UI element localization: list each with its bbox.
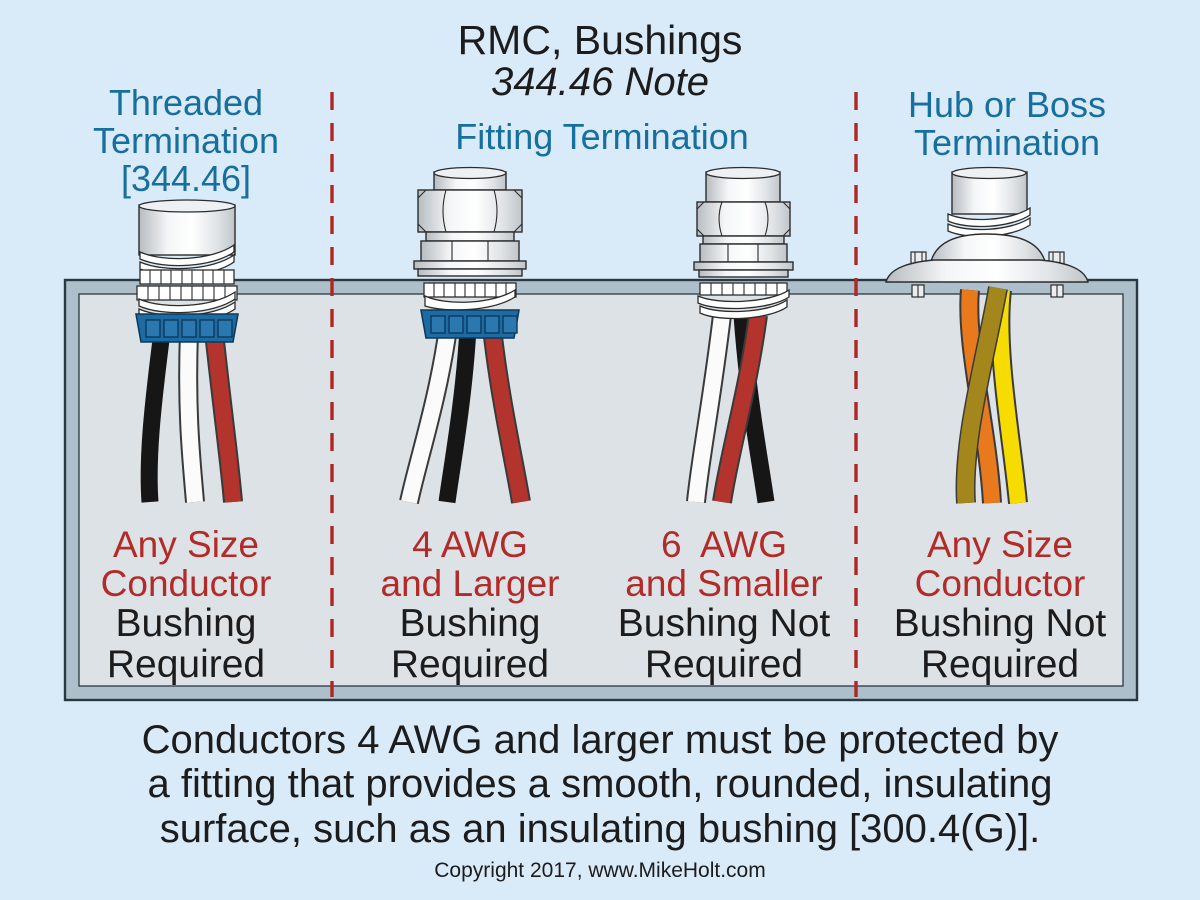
wires-white-black-red: [399, 326, 531, 505]
header-hub-or-boss-termination: Hub or Boss Termination: [907, 84, 1107, 164]
locknut-lower: [136, 285, 238, 301]
threaded-termination-illustration: [135, 199, 243, 503]
hub-termination-illustration: [885, 166, 1089, 504]
label-conductor-size-col1: Any Size Conductor: [100, 524, 272, 604]
copyright-notice: Copyright 2017, www.MikeHolt.com: [434, 859, 766, 882]
page-subtitle-code-reference: 344.46 Note: [491, 60, 709, 104]
insulating-bushing: [135, 313, 239, 343]
code-note-paragraph: Conductors 4 AWG and larger must be prot…: [141, 718, 1059, 851]
hub-flange: [885, 259, 1089, 283]
label-bushing-rule-col2: Bushing Required: [390, 602, 550, 686]
label-conductor-size-col3: 6 AWG and Smaller: [625, 524, 823, 604]
label-conductor-size-col4: Any Size Conductor: [914, 524, 1086, 604]
label-bushing-rule-col1: Bushing Required: [106, 602, 266, 686]
header-fitting-termination: Fitting Termination: [455, 116, 749, 157]
label-conductor-size-col2: 4 AWG and Larger: [380, 524, 560, 604]
locknut: [699, 282, 788, 296]
wires-orange-olive-yellow: [955, 286, 1028, 504]
wires-black-white-red: [140, 330, 243, 503]
locknut-upper: [139, 269, 235, 285]
page-title: RMC, Bushings: [457, 17, 743, 63]
fitting-termination-small-illustration: [686, 166, 794, 504]
wires-white-red-black: [686, 313, 775, 504]
header-threaded-termination: Threaded Termination [344.46]: [92, 82, 280, 200]
label-bushing-rule-col4: Bushing Not Required: [893, 602, 1107, 686]
fitting-termination-large-illustration: [399, 166, 531, 505]
locknut: [423, 282, 517, 298]
insulating-bushing: [420, 309, 520, 339]
label-bushing-rule-col3: Bushing Not Required: [617, 602, 831, 686]
